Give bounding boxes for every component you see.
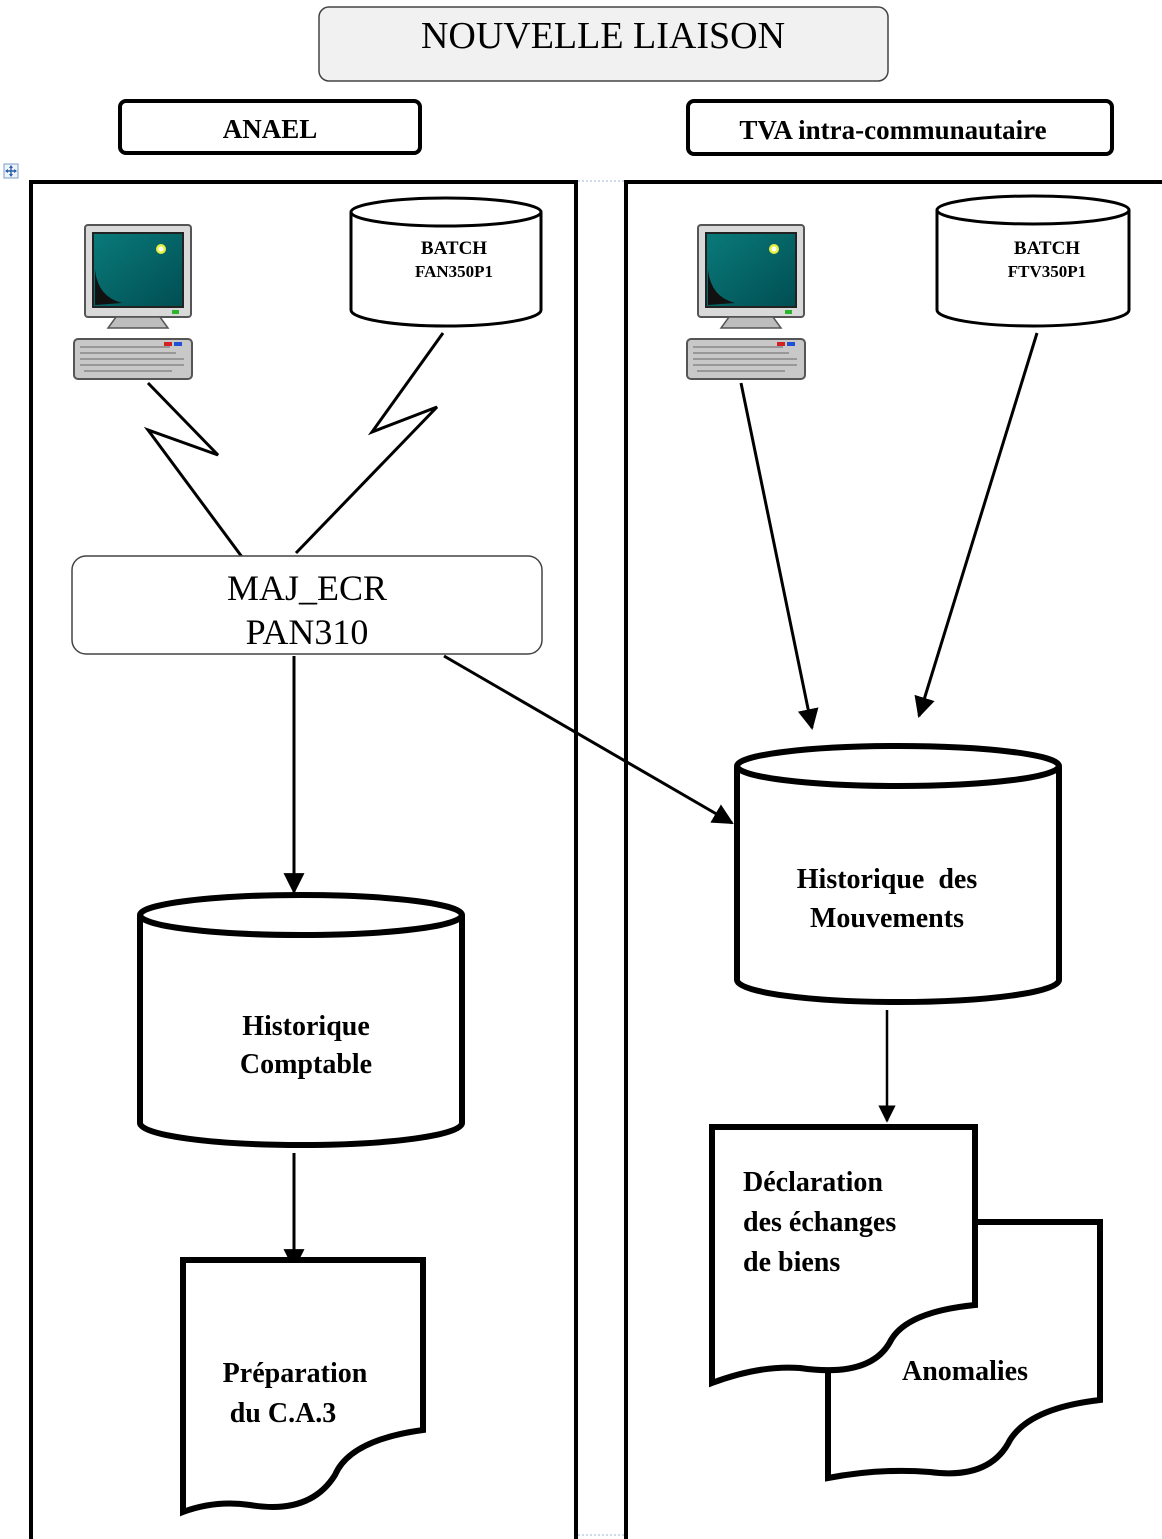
batch-fan350p1-line1: BATCH: [421, 238, 487, 259]
computer-terminal-icon: [686, 224, 806, 380]
left-header-box: ANAEL: [118, 99, 422, 155]
batch-to-historique-mouvements-arrow: [914, 332, 1039, 719]
process-line1: MAJ_ECR: [227, 568, 387, 608]
right-header-box: TVA intra-communautaire: [686, 99, 1114, 156]
declaration-line3: de biens: [743, 1247, 840, 1278]
right-panel: [624, 180, 1162, 1539]
preparation-line1: Préparation: [223, 1358, 368, 1389]
process-maj-ecr: MAJ_ECR PAN310: [71, 555, 543, 655]
historique-comptable-line2: Comptable: [240, 1049, 372, 1080]
declaration-line2: des échanges: [743, 1207, 896, 1238]
anomalies-label: Anomalies: [902, 1356, 1028, 1387]
left-panel: [29, 180, 578, 1539]
batch-ftv350p1-line1: BATCH: [1014, 238, 1080, 259]
historique-mouvements-line2: Mouvements: [810, 903, 964, 934]
process-to-historique-mouvements-arrow: [443, 654, 734, 825]
terminal-to-historique-mouvements-arrow: [739, 382, 819, 731]
left-header-label: ANAEL: [223, 114, 318, 144]
historique-mouvements-line1: Historique des: [797, 864, 978, 895]
historique-mouvements-storage: Historique des Mouvements: [734, 743, 1062, 1005]
declaration-echanges-document: Déclaration des échanges de biens: [709, 1124, 978, 1388]
batch-to-process-link: [294, 332, 445, 555]
batch-fan350p1-line2: FAN350P1: [415, 262, 493, 281]
terminal-to-process-link: [143, 381, 247, 562]
batch-fan350p1-storage: BATCH FAN350P1: [349, 196, 543, 328]
process-line2: PAN310: [246, 612, 369, 652]
declaration-line1: Déclaration: [743, 1167, 883, 1198]
historique-comptable-line1: Historique: [242, 1011, 370, 1042]
computer-terminal-icon: [73, 224, 193, 380]
batch-ftv350p1-line2: FTV350P1: [1008, 262, 1086, 281]
historique-comptable-storage: Historique Comptable: [137, 892, 465, 1148]
batch-ftv350p1-storage: BATCH FTV350P1: [935, 194, 1131, 328]
right-header-label: TVA intra-communautaire: [739, 115, 1046, 145]
page-title: NOUVELLE LIAISON: [421, 15, 785, 57]
table-move-handle-icon[interactable]: [3, 163, 19, 179]
preparation-ca3-document: Préparation du C.A.3: [180, 1257, 426, 1517]
preparation-line2: du C.A.3: [230, 1398, 337, 1429]
title-box: NOUVELLE LIAISON: [318, 6, 889, 82]
